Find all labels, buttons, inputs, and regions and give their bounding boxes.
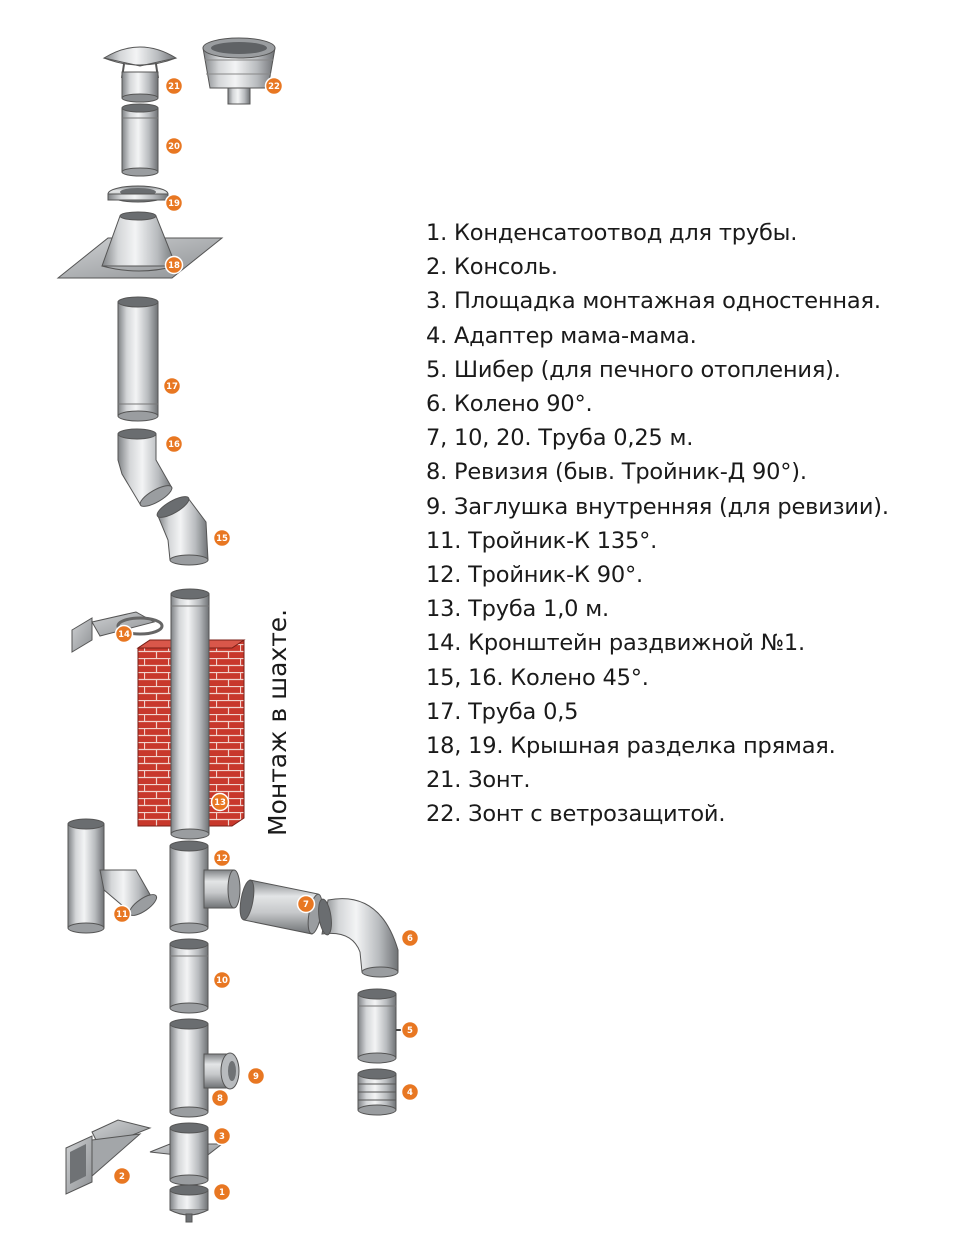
badge-18: 18 xyxy=(164,255,184,275)
svg-text:1: 1 xyxy=(219,1188,225,1198)
badge-5: 5 xyxy=(400,1020,420,1040)
badge-21: 21 xyxy=(164,76,184,96)
svg-text:5: 5 xyxy=(407,1026,413,1036)
legend-item: 9. Заглушка внутренняя (для ревизии). xyxy=(426,493,889,520)
badge-10: 10 xyxy=(212,970,232,990)
badge-2: 2 xyxy=(112,1166,132,1186)
legend-item: 8. Ревизия (быв. Тройник-Д 90°). xyxy=(426,459,807,486)
badge-16: 16 xyxy=(164,434,184,454)
part-22-wind-cap xyxy=(202,37,276,105)
svg-text:6: 6 xyxy=(407,934,413,944)
svg-text:21: 21 xyxy=(168,82,180,92)
part-9-plug xyxy=(220,1052,240,1090)
svg-text:9: 9 xyxy=(253,1072,259,1082)
part-10-pipe xyxy=(169,938,209,1014)
legend-item: 22. Зонт с ветрозащитой. xyxy=(426,801,726,828)
svg-text:2: 2 xyxy=(119,1172,125,1182)
badge-4: 4 xyxy=(400,1082,420,1102)
badge-15: 15 xyxy=(212,528,232,548)
badge-3: 3 xyxy=(212,1126,232,1146)
svg-text:13: 13 xyxy=(214,798,226,808)
part-21-cap xyxy=(102,46,178,103)
part-3-platform xyxy=(149,1122,224,1186)
part-2-console xyxy=(65,1119,152,1195)
part-16-elbow xyxy=(117,428,173,507)
svg-text:4: 4 xyxy=(407,1088,413,1098)
svg-text:15: 15 xyxy=(216,534,228,544)
svg-text:7: 7 xyxy=(303,900,309,910)
part-13-pipe xyxy=(170,588,210,840)
part-19-ring xyxy=(107,185,169,203)
svg-text:19: 19 xyxy=(168,199,180,209)
part-18-roof-flashing xyxy=(56,211,224,279)
legend-item: 4. Адаптер мама-мама. xyxy=(426,322,697,349)
part-1-condensate-drain xyxy=(169,1184,209,1223)
svg-text:17: 17 xyxy=(166,382,178,392)
part-12-tee-90 xyxy=(169,840,241,934)
legend-item: 2. Консоль. xyxy=(426,254,558,281)
part-11-tee-135 xyxy=(67,818,158,934)
svg-text:20: 20 xyxy=(168,142,180,152)
part-4-adapter xyxy=(357,1068,397,1116)
legend-item: 12. Тройник-К 90°. xyxy=(426,562,643,589)
svg-text:18: 18 xyxy=(168,261,180,271)
svg-text:22: 22 xyxy=(268,82,280,92)
legend-item: 21. Зонт. xyxy=(426,767,531,794)
legend-item: 18, 19. Крышная разделка прямая. xyxy=(426,733,836,760)
part-7-pipe xyxy=(239,879,323,935)
vertical-label: Монтаж в шахте. xyxy=(263,609,292,836)
legend-item: 13. Труба 1,0 м. xyxy=(426,596,609,623)
svg-text:11: 11 xyxy=(116,910,128,920)
legend-item: 17. Труба 0,5 xyxy=(426,698,579,725)
badge-7: 7 xyxy=(296,894,316,914)
parts-legend: 1. Конденсатоотвод для трубы. 2. Консоль… xyxy=(426,216,889,832)
badge-17: 17 xyxy=(162,376,182,396)
svg-text:14: 14 xyxy=(118,630,130,640)
svg-text:16: 16 xyxy=(168,440,180,450)
legend-item: 5. Шибер (для печного отопления). xyxy=(426,356,841,383)
badge-1: 1 xyxy=(212,1182,232,1202)
svg-text:3: 3 xyxy=(219,1132,225,1142)
legend-item: 3. Площадка монтажная одностенная. xyxy=(426,288,881,315)
badge-9: 9 xyxy=(246,1066,266,1086)
badge-6: 6 xyxy=(400,928,420,948)
badge-11: 11 xyxy=(112,904,132,924)
badge-12: 12 xyxy=(212,848,232,868)
part-17-pipe xyxy=(117,296,159,422)
badge-8: 8 xyxy=(210,1088,230,1108)
part-15-elbow xyxy=(156,496,209,566)
badge-22: 22 xyxy=(264,76,284,96)
legend-item: 6. Колено 90°. xyxy=(426,391,593,418)
svg-text:12: 12 xyxy=(216,854,228,864)
svg-text:8: 8 xyxy=(217,1094,223,1104)
badge-13: 13 xyxy=(210,792,230,812)
part-6-elbow-90 xyxy=(318,898,399,978)
part-20-pipe xyxy=(121,103,159,177)
badge-14: 14 xyxy=(114,624,134,644)
badge-20: 20 xyxy=(164,136,184,156)
svg-text:10: 10 xyxy=(216,976,228,986)
part-5-damper xyxy=(357,988,414,1064)
legend-item: 7, 10, 20. Труба 0,25 м. xyxy=(426,425,694,452)
legend-item: 14. Кронштейн раздвижной №1. xyxy=(426,630,805,657)
part-14-bracket xyxy=(71,611,164,653)
legend-item: 1. Конденсатоотвод для трубы. xyxy=(426,220,798,246)
legend-item: 15, 16. Колено 45°. xyxy=(426,664,649,691)
legend-item: 11. Тройник-К 135°. xyxy=(426,527,658,554)
badge-19: 19 xyxy=(164,193,184,213)
